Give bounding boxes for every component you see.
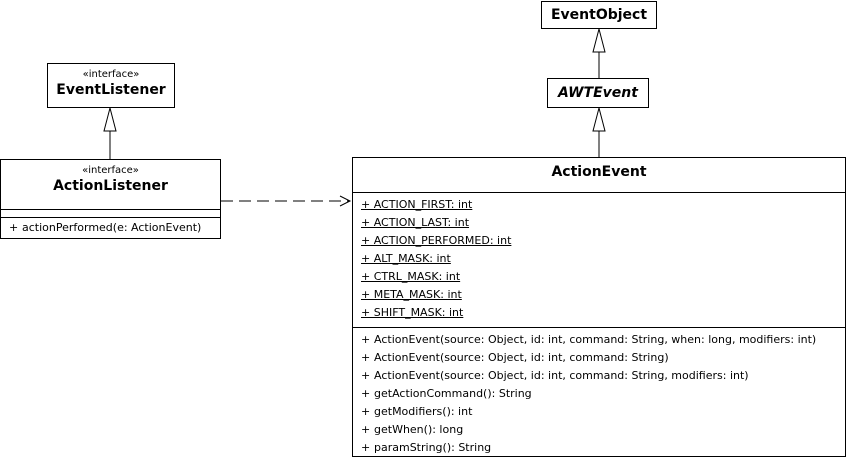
operation-signature: ActionEvent(source: Object, id: int, com… xyxy=(374,369,749,382)
operation-visibility: + xyxy=(361,441,371,454)
operation-visibility: + xyxy=(361,387,371,400)
dependency-arrowhead xyxy=(339,195,352,207)
actionlistener-attributes-compartment xyxy=(1,209,220,217)
actionlistener-interface-name: ActionListener xyxy=(53,178,168,194)
operation-row: +getActionCommand(): String xyxy=(353,385,845,403)
operation-visibility: + xyxy=(361,423,371,436)
eventlistener-stereotype: «interface» xyxy=(82,69,140,80)
operation-row: +ActionEvent(source: Object, id: int, co… xyxy=(353,367,845,385)
attribute-row: + ACTION_LAST: int xyxy=(361,216,470,229)
actionevent-attributes-compartment: + ACTION_FIRST: int + ACTION_LAST: int +… xyxy=(353,192,845,327)
awtevent-generalization-arrowhead xyxy=(592,27,606,53)
operation-visibility: + xyxy=(361,351,371,364)
operation-row: +getWhen(): long xyxy=(353,421,845,439)
attribute-row: + ALT_MASK: int xyxy=(361,252,451,265)
operation-row: +paramString(): String xyxy=(353,439,845,457)
operation-row: +getModifiers(): int xyxy=(353,403,845,421)
actionevent-class[interactable]: ActionEvent + ACTION_FIRST: int + ACTION… xyxy=(352,157,846,457)
operation-signature: getActionCommand(): String xyxy=(374,387,532,400)
operation-signature: paramString(): String xyxy=(374,441,492,454)
attribute-row: + ACTION_PERFORMED: int xyxy=(361,234,512,247)
awtevent-class[interactable]: AWTEvent xyxy=(547,78,649,108)
actionevent-name-compartment: ActionEvent xyxy=(353,163,845,192)
operation-signature: getModifiers(): int xyxy=(374,405,473,418)
operation-signature: ActionEvent(source: Object, id: int, com… xyxy=(374,333,817,346)
awtevent-class-name: AWTEvent xyxy=(558,85,638,101)
actionevent-operations-compartment: +ActionEvent(source: Object, id: int, co… xyxy=(353,327,845,457)
actionlistener-operations-compartment: +actionPerformed(e: ActionEvent) xyxy=(1,217,220,237)
actionevent-generalization-arrowhead xyxy=(592,106,606,132)
attribute-row: + CTRL_MASK: int xyxy=(361,270,461,283)
attribute-row: + ACTION_FIRST: int xyxy=(361,198,473,211)
actionlistener-interface[interactable]: «interface» ActionListener +actionPerfor… xyxy=(0,159,221,239)
operation-visibility: + xyxy=(361,405,371,418)
actionlistener-generalization-arrowhead xyxy=(103,106,117,132)
eventlistener-interface[interactable]: «interface» EventListener xyxy=(47,63,175,108)
eventobject-class[interactable]: EventObject xyxy=(541,1,657,29)
attribute-row: + META_MASK: int xyxy=(361,288,462,301)
eventobject-class-name: EventObject xyxy=(550,7,648,23)
actionlistener-name-compartment: «interface» ActionListener xyxy=(1,165,220,209)
eventlistener-interface-name: EventListener xyxy=(56,82,166,98)
operation-signature: getWhen(): long xyxy=(374,423,464,436)
operation-signature: ActionEvent(source: Object, id: int, com… xyxy=(374,351,669,364)
operation-visibility: + xyxy=(361,369,371,382)
operation-row: +actionPerformed(e: ActionEvent) xyxy=(1,219,220,237)
operation-signature: actionPerformed(e: ActionEvent) xyxy=(22,221,202,234)
actionlistener-stereotype: «interface» xyxy=(82,165,139,176)
operation-row: +ActionEvent(source: Object, id: int, co… xyxy=(353,349,845,367)
attribute-row: + SHIFT_MASK: int xyxy=(361,306,464,319)
operation-visibility: + xyxy=(9,221,19,234)
operation-row: +ActionEvent(source: Object, id: int, co… xyxy=(353,331,845,349)
actionevent-class-name: ActionEvent xyxy=(551,164,647,180)
operation-visibility: + xyxy=(361,333,371,346)
